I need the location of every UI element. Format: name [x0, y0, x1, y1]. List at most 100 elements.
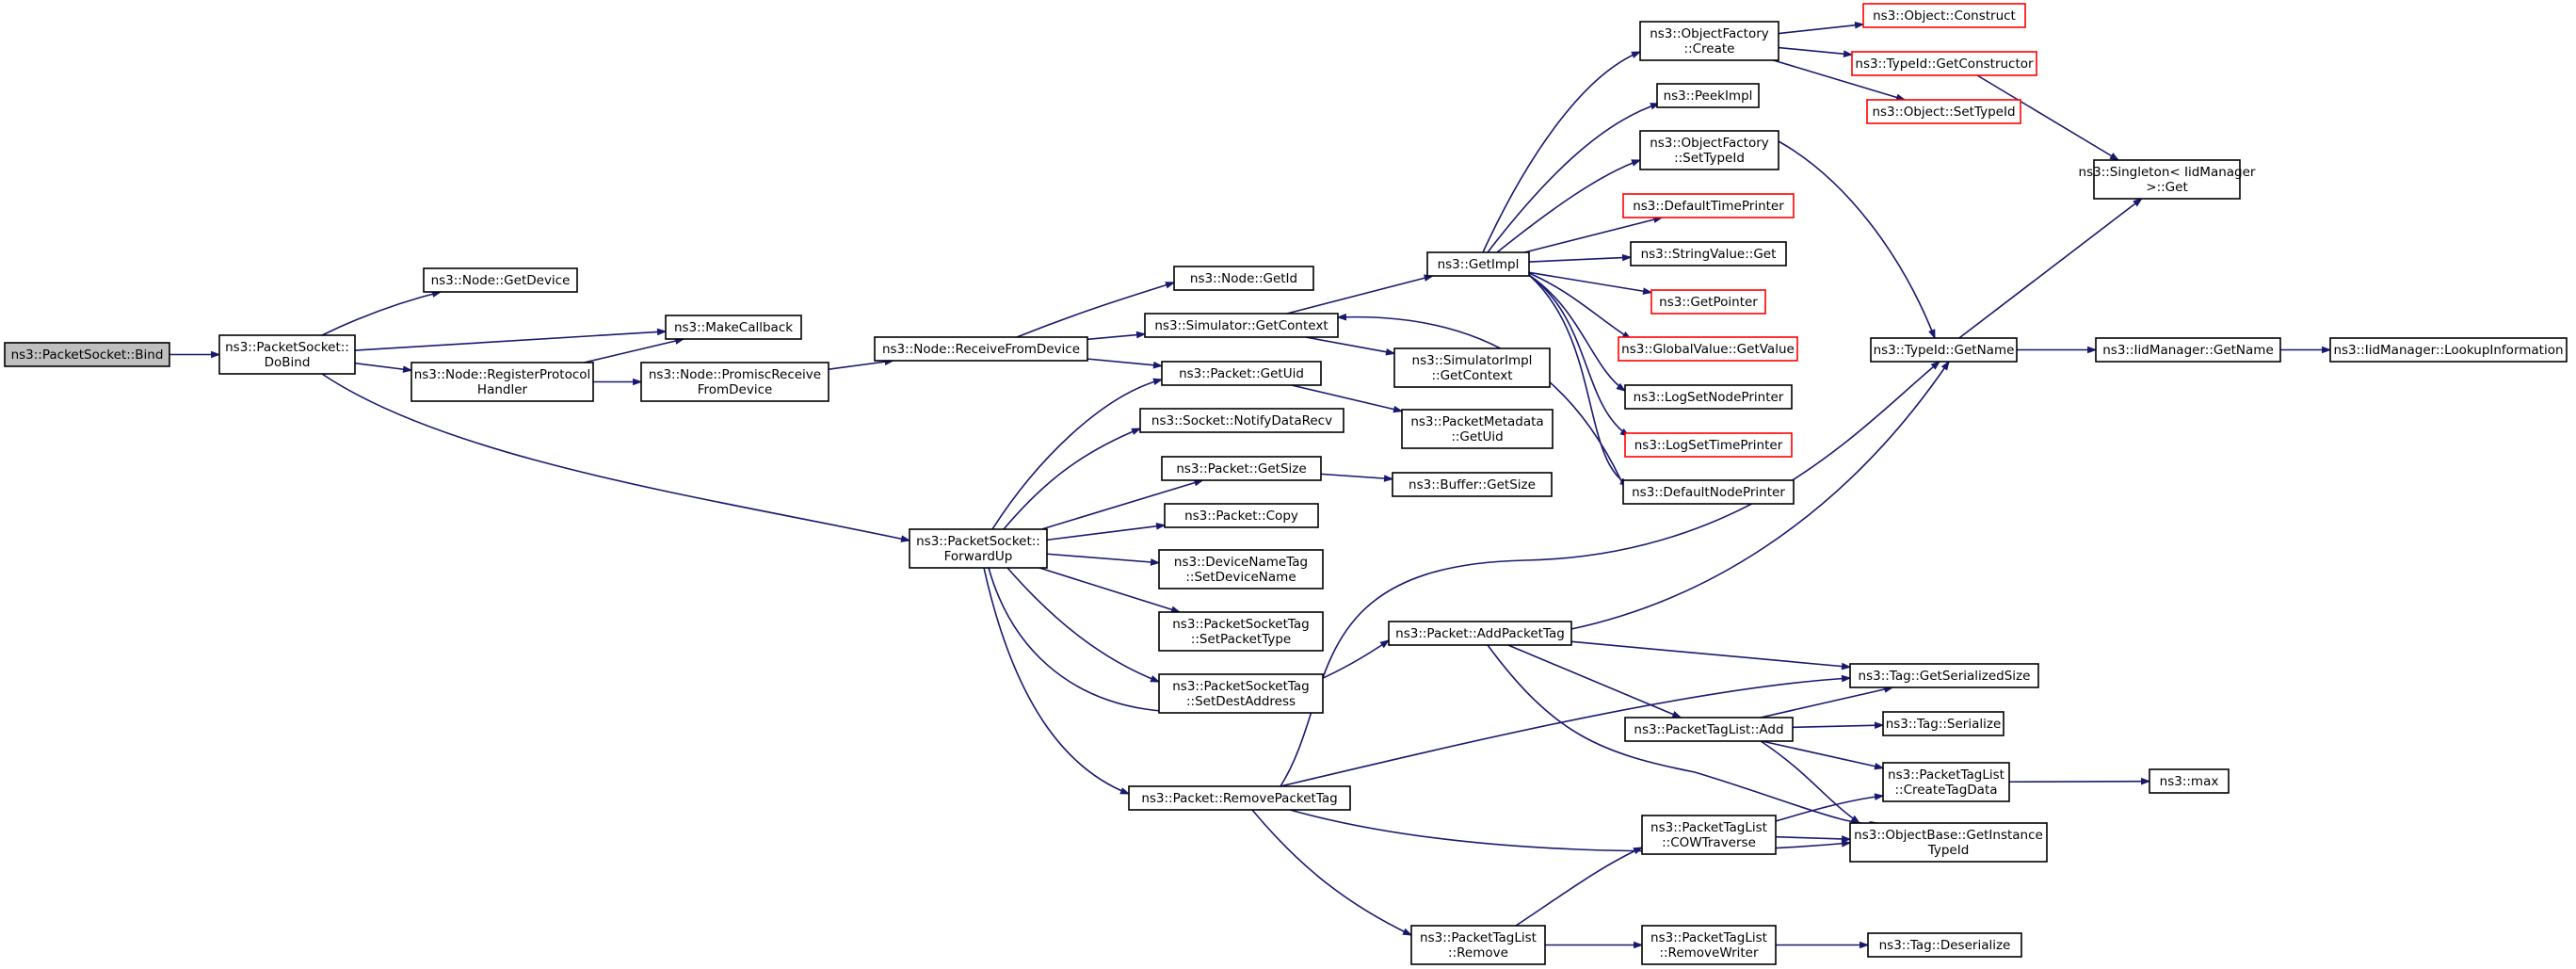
edge-addpackettag-taggetserializedsize — [1570, 640, 1852, 670]
node-addpackettag[interactable]: ns3::Packet::AddPacketTag — [1388, 621, 1572, 646]
node-box — [1862, 3, 2026, 28]
node-tagdeserialize[interactable]: ns3::Tag::Deserialize — [1867, 932, 2022, 958]
node-objectsettypeid[interactable]: ns3::Object::SetTypeId — [1866, 99, 2021, 124]
node-removepackettag[interactable]: ns3::Packet::RemovePacketTag — [1128, 785, 1351, 811]
node-getdevice[interactable]: ns3::Node::GetDevice — [423, 267, 578, 293]
node-makecallback[interactable]: ns3::MakeCallback — [665, 315, 802, 340]
edge-line — [1280, 677, 1851, 787]
edge-line — [1251, 809, 1412, 936]
node-box — [1144, 313, 1339, 338]
edge-line — [2008, 780, 2150, 783]
node-box — [1392, 472, 1553, 497]
node-box — [2149, 768, 2230, 794]
node-metadatagetuid[interactable]: ns3::PacketMetadata::GetUid — [1401, 409, 1554, 449]
node-logsetnodeprinter[interactable]: ns3::LogSetNodePrinter — [1624, 384, 1793, 410]
edge-receivefrom-nodegetid — [1016, 282, 1176, 338]
node-taggetserializedsize[interactable]: ns3::Tag::GetSerializedSize — [1849, 663, 2039, 688]
node-packetgetuid[interactable]: ns3::Packet::GetUid — [1161, 361, 1322, 386]
node-objfactcreate[interactable]: ns3::ObjectFactory::Create — [1639, 21, 1779, 61]
node-objectconstruct[interactable]: ns3::Object::Construct — [1862, 3, 2026, 28]
node-lookupinformation[interactable]: ns3::IidManager::LookupInformation — [2329, 337, 2568, 363]
edge-forwardup-devicenametag — [1046, 553, 1161, 566]
edge-line — [1496, 159, 1641, 253]
edge-arrowhead — [2109, 153, 2120, 161]
node-simimplgetcontext[interactable]: ns3::SimulatorImpl::GetContext — [1393, 347, 1551, 388]
node-max[interactable]: ns3::max — [2149, 768, 2230, 794]
edge-line — [1087, 332, 1146, 341]
node-label: ns3::max — [2160, 774, 2219, 789]
node-label: ns3::Node::GetId — [1190, 271, 1297, 286]
node-packetgetsize[interactable]: ns3::Packet::GetSize — [1161, 456, 1322, 481]
node-label: ns3::PacketTagList — [1650, 820, 1767, 835]
node-setdestaddress[interactable]: ns3::PacketSocketTag::SetDestAddress — [1158, 673, 1324, 714]
node-label: ns3::SimulatorImpl — [1412, 353, 1533, 368]
node-label: FromDevice — [698, 382, 773, 397]
node-box — [2329, 337, 2568, 363]
node-forwardup[interactable]: ns3::PacketSocket::ForwardUp — [909, 528, 1048, 569]
node-label: ns3::TypeId::GetName — [1874, 343, 2015, 358]
node-nodegetid[interactable]: ns3::Node::GetId — [1173, 266, 1314, 291]
node-receivefrom[interactable]: ns3::Node::ReceiveFromDevice — [874, 336, 1088, 362]
node-peekimpl[interactable]: ns3::PeekImpl — [1656, 83, 1760, 108]
node-objfactsettypeid[interactable]: ns3::ObjectFactory::SetTypeId — [1639, 130, 1779, 170]
node-label: ns3::Buffer::GetSize — [1409, 477, 1536, 493]
edge-ptlremovewriter-tagdeserialize — [1776, 941, 1870, 949]
node-tagserialize[interactable]: ns3::Tag::Serialize — [1882, 711, 2004, 736]
edge-objfactcreate-objectconstruct — [1778, 21, 1865, 35]
edge-arrowhead — [1616, 382, 1627, 392]
edge-line — [1760, 740, 1860, 824]
node-label: ns3::PacketMetadata — [1410, 414, 1543, 429]
node-globalvaluegetvalue[interactable]: ns3::GlobalValue::GetValue — [1618, 336, 1798, 362]
node-box — [1882, 711, 2004, 736]
node-devicenametag[interactable]: ns3::DeviceNameTag::SetDeviceName — [1158, 549, 1324, 589]
edge-forwardup-packetgetuid — [991, 378, 1164, 530]
node-iidmanagergetname[interactable]: ns3::IidManager::GetName — [2095, 337, 2281, 363]
edge-arrowhead — [1393, 405, 1404, 413]
edge-ptlremove-ptlremovewriter — [1545, 941, 1644, 949]
node-box — [1128, 785, 1351, 811]
node-cowtraverse[interactable]: ns3::PacketTagList::COWTraverse — [1641, 815, 1777, 855]
node-label: ns3::PacketSocketTag — [1172, 617, 1309, 632]
edge-arrowhead — [402, 365, 413, 373]
edge-cowtraverse-createtagdata — [1775, 793, 1885, 822]
node-packetcopy[interactable]: ns3::Packet::Copy — [1164, 503, 1319, 528]
node-box — [2093, 159, 2241, 200]
node-typeidgetname[interactable]: ns3::TypeId::GetName — [1870, 337, 2018, 363]
node-label: ::SetTypeId — [1674, 151, 1745, 166]
node-setpackettype[interactable]: ns3::PacketSocketTag::SetPacketType — [1158, 611, 1324, 652]
edge-arrowhead — [1843, 50, 1854, 57]
node-singletonget[interactable]: ns3::Singleton< IidManager>::Get — [2079, 159, 2256, 200]
edge-line — [1570, 640, 1851, 669]
node-getpointer[interactable]: ns3::GetPointer — [1650, 289, 1766, 315]
edge-line — [1778, 24, 1864, 35]
node-logsettimeprinter[interactable]: ns3::LogSetTimePrinter — [1624, 432, 1793, 458]
edge-line — [1305, 336, 1395, 355]
node-getimpl[interactable]: ns3::GetImpl — [1426, 251, 1530, 277]
node-ptlremovewriter[interactable]: ns3::PacketTagList::RemoveWriter — [1641, 925, 1777, 965]
node-box — [1849, 663, 2039, 688]
node-packettaglistadd[interactable]: ns3::PacketTagList::Add — [1624, 717, 1794, 742]
node-ptlremove[interactable]: ns3::PacketTagList::Remove — [1410, 925, 1546, 965]
node-buffergetsize[interactable]: ns3::Buffer::GetSize — [1392, 472, 1553, 497]
node-createtagdata[interactable]: ns3::PacketTagList::CreateTagData — [1882, 762, 2010, 802]
node-defaultnodeprinter[interactable]: ns3::DefaultNodePrinter — [1622, 479, 1795, 505]
node-stringvalueget[interactable]: ns3::StringValue::Get — [1630, 241, 1787, 266]
node-label: ns3::PacketSocketTag — [1172, 679, 1309, 694]
edge-cowtraverse-getinstancetypeid — [1775, 835, 1852, 843]
edge-arrowhead — [1131, 428, 1142, 435]
node-notifydatarecv[interactable]: ns3::Socket::NotifyDataRecv — [1139, 408, 1344, 433]
edge-arrowhead — [1841, 674, 1852, 683]
node-simgetcontext[interactable]: ns3::Simulator::GetContext — [1144, 313, 1339, 338]
edge-line — [1528, 274, 1630, 437]
node-label: ns3::DefaultNodePrinter — [1632, 485, 1785, 500]
node-defaulttimeprinter[interactable]: ns3::DefaultTimePrinter — [1622, 193, 1795, 218]
node-box — [1882, 762, 2010, 802]
node-typeidgetconstructor[interactable]: ns3::TypeId::GetConstructor — [1851, 51, 2037, 76]
node-box — [218, 334, 356, 375]
node-label: DoBind — [265, 355, 311, 370]
node-dobind[interactable]: ns3::PacketSocket::DoBind — [218, 334, 356, 375]
node-label: ::Create — [1684, 41, 1735, 57]
